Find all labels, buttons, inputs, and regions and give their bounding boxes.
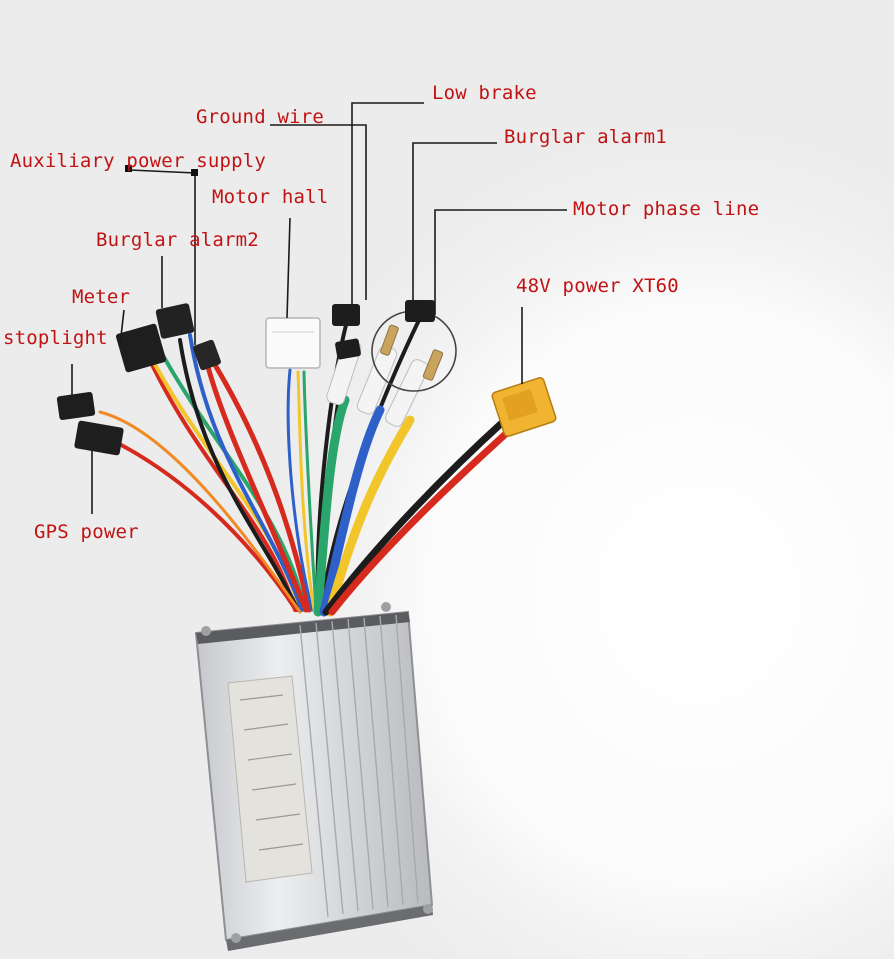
leader-motor-phase-line [434,209,567,315]
dot-auxiliary-right [191,169,198,176]
label-motor-phase-line: Motor phase line [573,198,760,220]
low-brake-connector [332,304,360,326]
wire-harness [93,308,514,617]
auxiliary-power-connector [193,339,221,371]
label-ground-wire: Ground wire [196,106,325,128]
gps-power-connector [74,420,124,456]
label-auxiliary-power-supply: Auxiliary power supply [10,150,267,172]
leader-meter [119,309,125,346]
label-meter: Meter [72,286,131,308]
label-48v-power-xt60: 48V power XT60 [516,275,679,297]
label-motor-hall: Motor hall [212,186,329,208]
leader-motor-hall [286,217,291,319]
label-stoplight: stoplight [3,327,108,349]
leader-burglar-alarm1 [412,142,497,300]
controller-box [194,602,434,951]
meter-connector [116,323,166,373]
label-low-brake: Low brake [432,82,537,104]
dot-auxiliary-left [125,165,132,172]
stoplight-connector [56,391,96,421]
label-burglar-alarm2: Burglar alarm2 [96,229,259,251]
motor-hall-connector [265,317,321,369]
label-burglar-alarm1: Burglar alarm1 [504,126,667,148]
xt60-connector [491,377,557,437]
burglar-alarm2-connector [155,303,195,339]
label-gps-power: GPS power [34,521,139,543]
burglar-alarm1-connector [405,300,435,322]
leader-low-brake [351,102,424,305]
ground-wire-connector [335,338,361,360]
leader-lines [71,102,567,514]
leader-ground-wire [270,124,367,300]
